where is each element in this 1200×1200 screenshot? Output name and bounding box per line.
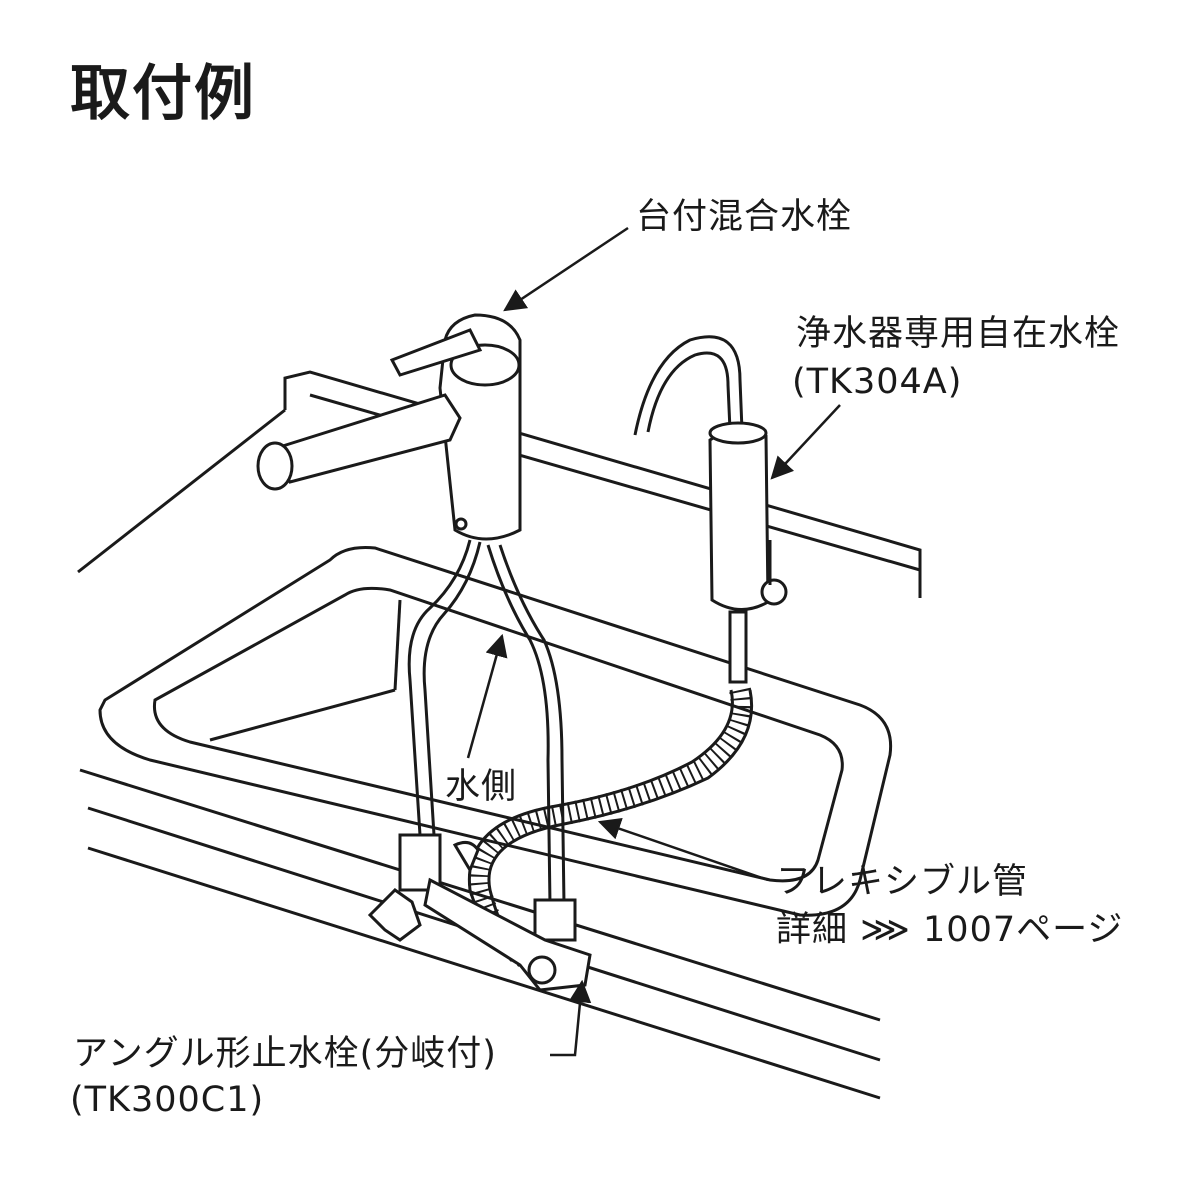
mixer-faucet-leader [503, 226, 629, 312]
angle-valve-model: (TK300C1) [70, 1080, 265, 1120]
angle-valve-label: アングル形止水栓(分岐付) [73, 1034, 497, 1074]
mixer-faucet-label: 台付混合水栓 [636, 197, 853, 237]
water-side-leader [466, 633, 508, 759]
mixer-faucet [256, 313, 522, 541]
flexible-pipe-leader [597, 817, 769, 882]
purifier-faucet-leader [770, 404, 841, 480]
purifier-faucet [633, 335, 788, 684]
leader-lines [466, 226, 841, 1057]
flexible-pipe-detail: 詳細 ⋙ 1007ページ [776, 910, 1124, 950]
flexible-pipe-label: フレキシブル管 [776, 862, 1029, 902]
purifier-faucet-label: 浄水器専用自在水栓 [796, 314, 1121, 354]
page-title: 取付例 [70, 59, 256, 129]
angle-stop-valve [367, 833, 592, 992]
angle-valve-leader [550, 979, 592, 1057]
supply-pipes [407, 539, 566, 906]
sink-bowl [98, 546, 893, 917]
water-side-label: 水側 [445, 767, 518, 807]
purifier-faucet-model: (TK304A) [792, 362, 963, 402]
